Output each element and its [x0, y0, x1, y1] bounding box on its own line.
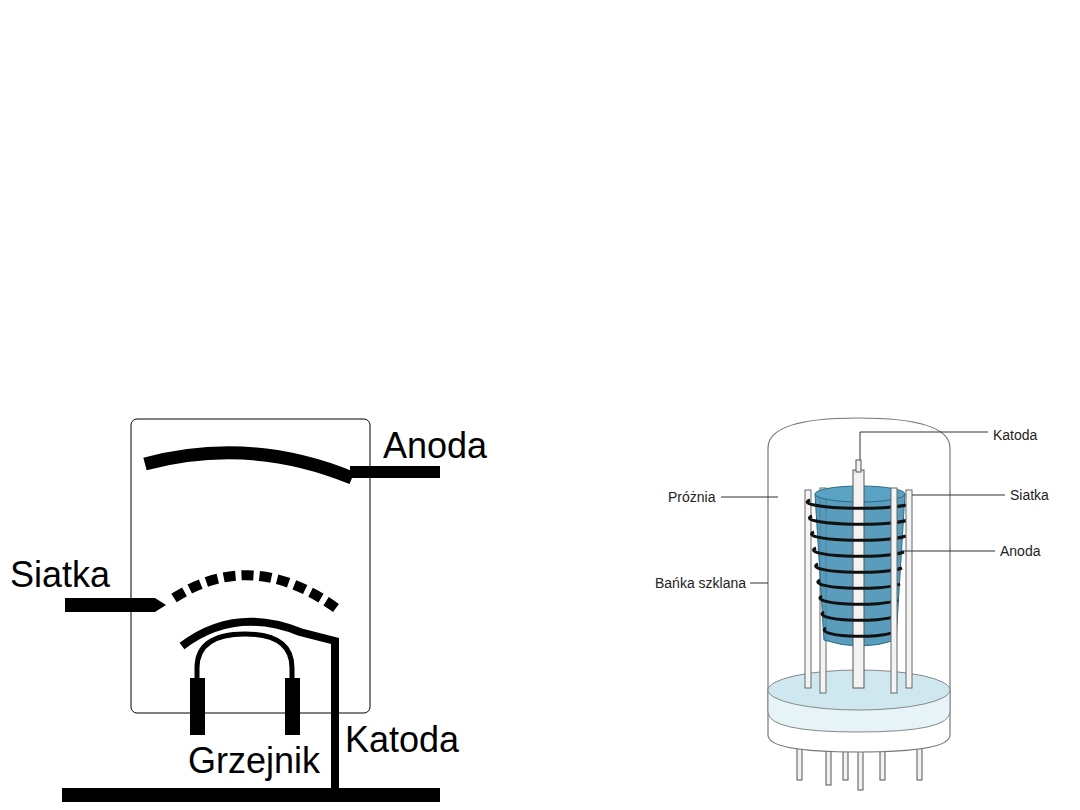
leader-line [750, 583, 768, 584]
grid-winding [814, 548, 904, 556]
leader-line [860, 432, 988, 460]
part-label: Bańka szklana [655, 576, 746, 590]
glass-bulb [768, 418, 950, 752]
anode-plate [145, 453, 352, 478]
part-label: Katoda [993, 428, 1037, 442]
part-label: Katoda [345, 722, 459, 758]
support-rod [906, 490, 912, 688]
grid-winding [822, 612, 896, 620]
part-label: Próżnia [668, 490, 715, 504]
part-label: Siatka [10, 557, 110, 593]
tube-illustration [768, 418, 950, 790]
ground-bar [62, 788, 440, 802]
cathode-tip [856, 460, 861, 472]
leader-line [721, 497, 778, 498]
grid-winding [816, 564, 902, 572]
grid-winding [824, 628, 894, 636]
part-label: Anoda [383, 428, 487, 464]
grid-electrode [174, 575, 336, 608]
part-label: Grzejnik [188, 743, 320, 779]
anode-lead [350, 466, 440, 478]
heater-leg [190, 678, 205, 735]
heater-leg [285, 678, 300, 735]
grid-winding [820, 596, 898, 604]
cathode-electrode [182, 622, 335, 802]
grid-lead [65, 598, 166, 612]
leader-line [902, 551, 995, 552]
leader-line [912, 495, 1005, 496]
heater-filament [197, 634, 292, 682]
support-rod [891, 488, 897, 693]
part-label: Siatka [1010, 488, 1049, 502]
grid-winding [818, 580, 900, 588]
cathode-tube [853, 470, 864, 688]
part-label: Anoda [1000, 544, 1040, 558]
